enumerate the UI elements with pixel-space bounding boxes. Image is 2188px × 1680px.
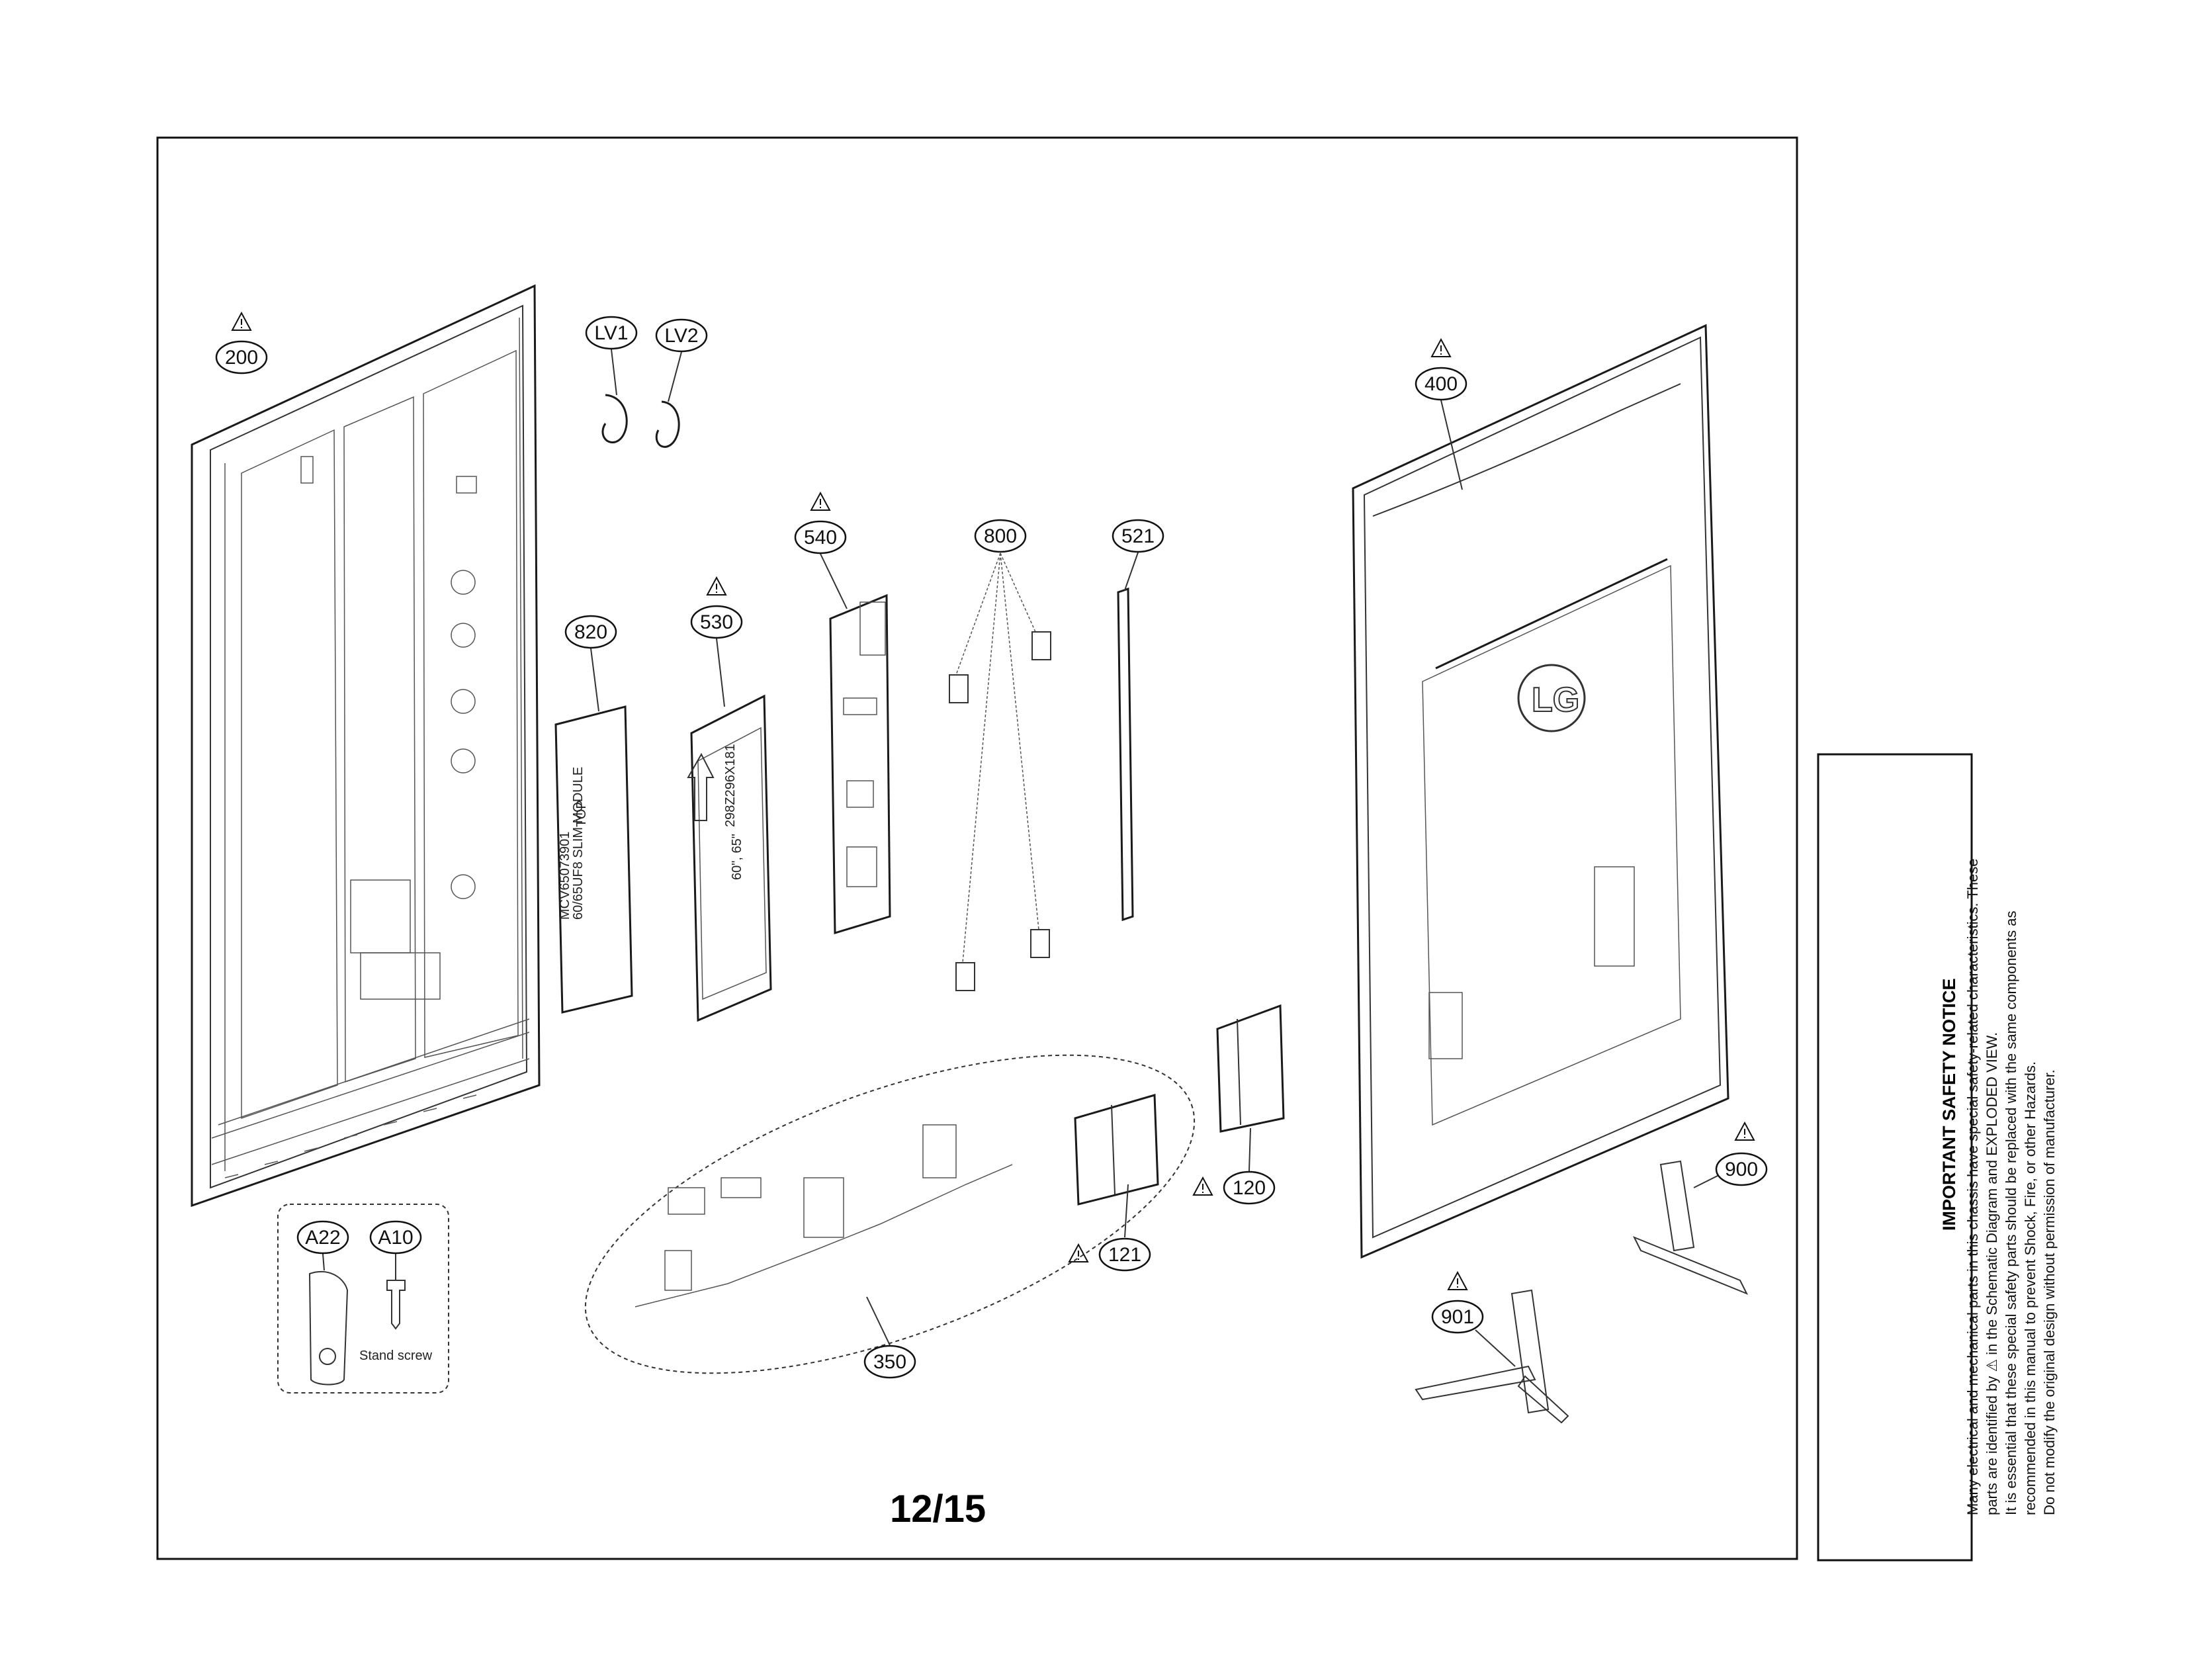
notice-line-3: It is essential that these special safet… [2003, 910, 2019, 1515]
part-521-bar [1117, 552, 1139, 922]
part-350-cable-group [584, 1054, 1196, 1374]
callout-text: A22 [305, 1227, 340, 1249]
callout-521: 521 [1112, 519, 1164, 553]
callout-text: 901 [1441, 1306, 1474, 1328]
callout-text: 820 [574, 621, 607, 643]
callout-text: 900 [1725, 1159, 1758, 1180]
callout-text: 350 [873, 1351, 906, 1373]
callout-oval [564, 615, 617, 649]
warning-triangle-icon [1447, 1270, 1468, 1290]
callout-labels: 200 LV1 LV2 540 800 521 400 820 530 900 120 121 901 A… [215, 311, 1768, 1379]
callout-oval [1223, 1171, 1276, 1205]
callout-530: 530 [690, 576, 743, 639]
callout-540: 540 [794, 491, 847, 554]
callout-oval [655, 318, 708, 353]
logo-circle [1517, 664, 1586, 732]
callout-oval [296, 1220, 349, 1255]
notice-title: IMPORTANT SAFETY NOTICE [1939, 978, 1959, 1231]
callout-oval [1415, 367, 1467, 401]
callout-a10: A10 [369, 1220, 422, 1255]
warning-triangle-icon [1430, 337, 1452, 357]
sheet-820-text-3: 60/65UF8 SLIM MODULE [571, 767, 586, 920]
callout-text: LV2 [664, 325, 698, 347]
callout-121: 121 [1068, 1237, 1151, 1272]
part-540-main-board [820, 553, 891, 935]
part-820-sheet: TOP MCV65073901 60/65UF8 SLIM MODULE [554, 648, 633, 1014]
remote-buttons [319, 1348, 336, 1365]
part-lv2-clip [655, 351, 682, 448]
warning-triangle-icon [1068, 1243, 1089, 1262]
callout-900: 900 [1715, 1121, 1768, 1186]
part-800-brackets [949, 553, 1051, 991]
board-530-text-1: 298Z296X181 [723, 744, 738, 827]
warning-triangle-icon [1192, 1176, 1213, 1196]
warning-triangle-icon [810, 491, 831, 511]
accessory-box: Stand screw [277, 1204, 449, 1393]
callout-oval [1098, 1237, 1151, 1272]
callout-a22: A22 [296, 1220, 349, 1255]
part-900-stand [1632, 1160, 1749, 1295]
callout-oval [1715, 1152, 1768, 1186]
stand-screw-label: Stand screw [359, 1348, 433, 1363]
notice-line-1: Many electrical and mechanical parts in … [1964, 859, 1981, 1516]
remote-control-shape [308, 1270, 349, 1386]
callout-oval [794, 520, 847, 554]
board-530-text-2: 60", 65" [730, 834, 744, 880]
callout-400: 400 [1415, 337, 1467, 401]
callout-lv1: LV1 [585, 316, 638, 350]
callout-800: 800 [974, 519, 1027, 553]
callout-oval [1431, 1300, 1484, 1334]
callout-oval [863, 1345, 916, 1379]
callout-350: 350 [863, 1345, 916, 1379]
callout-text: 800 [984, 525, 1017, 547]
page-number: 12/15 [890, 1487, 986, 1530]
callout-text: 200 [225, 347, 258, 369]
sheet-820-text-2: MCV65073901 [558, 832, 572, 920]
part-530-board: 298Z296X181 60", 65" [687, 638, 772, 1022]
callout-text: 521 [1121, 525, 1155, 547]
callout-text: 121 [1108, 1244, 1141, 1266]
warning-triangle-icon [1734, 1121, 1755, 1141]
back-cover-logo: LG [1532, 681, 1579, 719]
notice-line-4: recommended in this manual to prevent Sh… [2022, 1061, 2038, 1515]
callout-oval [369, 1220, 422, 1255]
callout-text: 530 [700, 611, 733, 633]
callout-901: 901 [1431, 1270, 1484, 1334]
part-901-stand [1415, 1289, 1569, 1424]
callout-oval [974, 519, 1027, 553]
part-200-display-panel [191, 284, 541, 1208]
callout-text: 540 [804, 527, 837, 549]
sheet-820-text-1: TOP [574, 800, 589, 827]
part-lv1-clip [601, 349, 628, 444]
safety-notice: IMPORTANT SAFETY NOTICE Many electrical … [1817, 753, 2058, 1562]
part-121-speaker [1074, 1094, 1159, 1238]
callout-text: 400 [1424, 373, 1458, 395]
notice-line-5: Do not modify the original design withou… [2041, 1069, 2058, 1515]
callout-lv2: LV2 [655, 318, 708, 353]
part-120-speaker [1216, 1004, 1285, 1172]
callout-text: LV1 [594, 322, 628, 344]
callout-oval [690, 605, 743, 639]
part-400-back-cover: LG [1352, 324, 1729, 1259]
warning-triangle-icon [706, 576, 727, 596]
callout-200: 200 [215, 311, 268, 375]
callout-text: 120 [1233, 1177, 1266, 1199]
callout-820: 820 [564, 615, 617, 649]
callout-oval [215, 340, 268, 375]
drawing-frame [156, 136, 1798, 1560]
callout-oval [1112, 519, 1164, 553]
callout-120: 120 [1192, 1171, 1276, 1205]
callout-text: A10 [378, 1227, 413, 1249]
stand-screw-shape [386, 1280, 406, 1330]
warning-triangle-icon [231, 311, 252, 331]
callout-oval [585, 316, 638, 350]
notice-line-2: parts are identified by ⚠ in the Schemat… [1984, 1032, 2000, 1515]
